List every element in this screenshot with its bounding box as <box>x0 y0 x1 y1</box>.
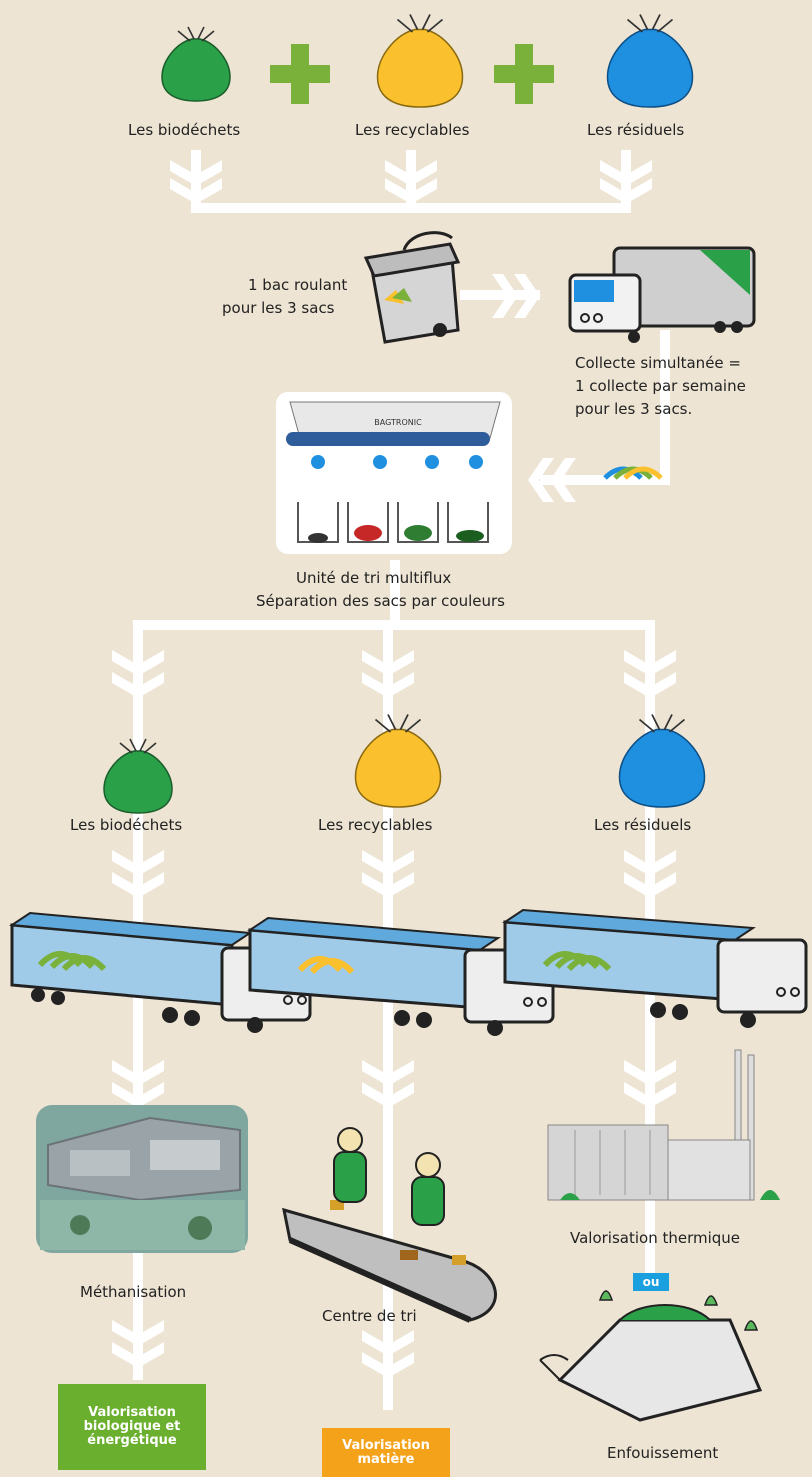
sorting-unit-icon <box>276 392 512 554</box>
methanisation-plant-image <box>36 1105 248 1253</box>
label-tri-line1: Unité de tri multiflux <box>296 569 452 587</box>
badge-bio-line1: Valorisation <box>88 1405 176 1420</box>
rolling-bin-icon <box>363 231 461 344</box>
bag-blue-mid <box>618 714 706 808</box>
label-top-biodechets: Les biodéchets <box>128 121 241 139</box>
label-mid-residuels: Les résiduels <box>594 816 692 834</box>
plus-icon <box>270 44 330 104</box>
sorting-conveyor-icon <box>282 1200 497 1323</box>
plus-icon <box>494 44 554 104</box>
badge-matiere-line1: Valorisation <box>342 1437 430 1453</box>
ou-badge: ou <box>633 1273 669 1291</box>
bag-blue-top <box>606 14 694 108</box>
label-top-residuels: Les résiduels <box>587 121 685 139</box>
label-mid-recyclables: Les recyclables <box>318 816 433 834</box>
brand-stripes-icon <box>603 466 663 480</box>
label-centre-de-tri: Centre de tri <box>322 1307 417 1325</box>
label-collecte-line2: 1 collecte par semaine <box>575 377 746 395</box>
bag-green-mid <box>103 738 173 814</box>
transfer-truck-icon <box>247 916 555 1036</box>
label-collecte-line1: Collecte simultanée = <box>575 354 741 372</box>
landfill-icon <box>539 1290 763 1422</box>
collection-truck-icon <box>568 246 756 343</box>
sorter-worker-icon <box>333 1127 445 1226</box>
label-bac-line1: 1 bac roulant <box>248 276 348 294</box>
incinerator-plant-icon <box>547 1049 780 1201</box>
badge-valorisation-matiere: Valorisation matière <box>322 1428 450 1477</box>
label-bac-line2: pour les 3 sacs <box>222 299 335 317</box>
label-collecte-line3: pour les 3 sacs. <box>575 400 693 418</box>
bag-yellow-top <box>376 14 464 108</box>
label-methanisation: Méthanisation <box>80 1283 187 1301</box>
badge-bio-line2: biologique et <box>83 1419 181 1434</box>
transfer-truck-icon <box>502 908 808 1028</box>
bag-green-top <box>161 26 231 102</box>
badge-bio-line3: énergétique <box>87 1433 177 1448</box>
sorter-brand-text: BAGTRONIC <box>374 418 422 427</box>
bag-yellow-mid <box>354 714 442 808</box>
badge-matiere-line2: matière <box>357 1451 415 1467</box>
label-mid-biodechets: Les biodéchets <box>70 816 183 834</box>
label-enfouissement: Enfouissement <box>607 1444 719 1462</box>
badge-valorisation-biologique: Valorisation biologique et énergétique <box>58 1384 206 1470</box>
label-valorisation-thermique: Valorisation thermique <box>570 1229 741 1247</box>
label-tri-line2: Séparation des sacs par couleurs <box>256 592 505 610</box>
label-top-recyclables: Les recyclables <box>355 121 470 139</box>
